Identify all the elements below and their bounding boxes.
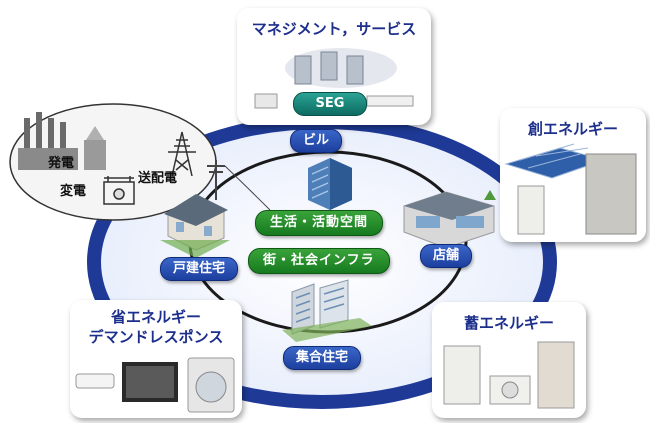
house-pill: 戸建住宅 [160,257,239,281]
shop-pill: 店舗 [420,244,473,268]
storage-title: 蓄エネルギー [463,314,554,332]
distribution-label: 送配電 [138,171,178,186]
saving-title-line2: デマンドレスポンス [88,328,224,346]
solar-panel-icon [504,143,637,235]
management-panel: マネジメント，サービス SEG [237,8,431,125]
apartment-pill: 集合住宅 [283,346,362,370]
storage-battery-icon [443,341,575,409]
living-space-pill: 生活・活動空間 [255,210,384,236]
office-building-icon [308,158,352,210]
seg-badge: SEG [293,92,367,116]
saving-title-line1: 省エネルギー [110,308,201,326]
apartment-icon [282,279,372,342]
cloud-servers-icon [254,48,414,109]
office-pill: ビル [290,129,343,153]
infrastructure-pill: 街・社会インフラ [248,248,390,274]
shop-icon [403,190,496,249]
substation-label: 変電 [60,184,87,199]
management-title: マネジメント，サービス [251,20,417,38]
utility-pole-icon [207,160,271,211]
house-icon [160,194,230,258]
transmission-tower-icon [168,131,196,177]
appliances-icon [75,357,235,413]
generation-label: 発電 [48,156,75,171]
storage-panel: 蓄エネルギー [432,302,586,418]
power-plant-icon [18,112,106,170]
creation-title: 創エネルギー [527,120,618,138]
substation-icon [103,176,135,205]
creation-panel: 創エネルギー [500,108,646,242]
saving-panel: 省エネルギー デマンドレスポンス [70,300,242,418]
